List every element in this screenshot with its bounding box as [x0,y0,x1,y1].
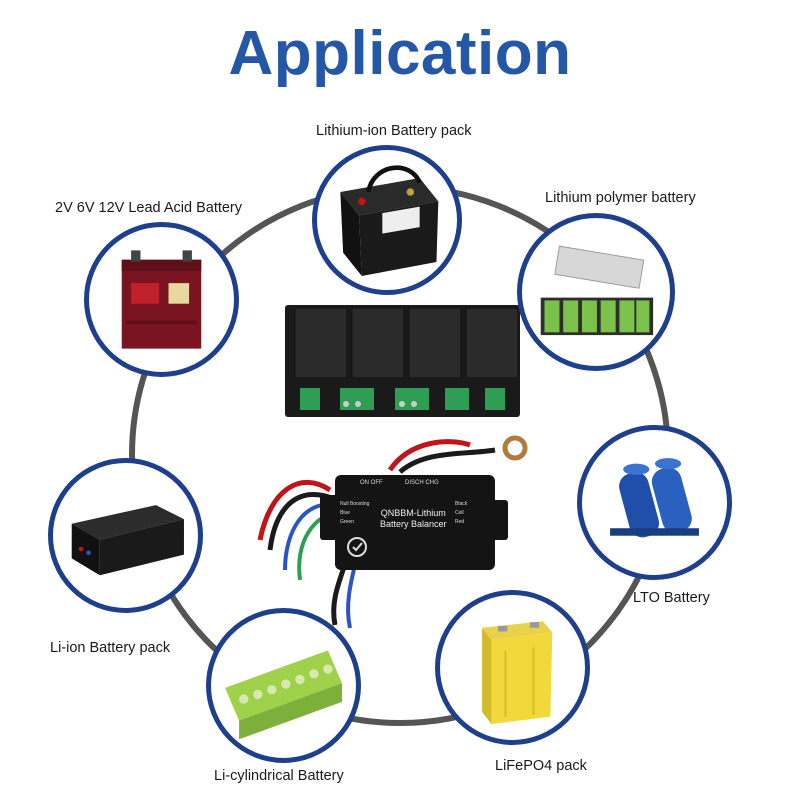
blue-cylindrical-cells-icon [577,425,732,580]
rack-battery-module-icon [48,458,203,613]
brand-logo-icon [347,537,367,557]
cell-label: Cell [455,510,464,516]
wire-green-label: Green [340,519,354,525]
cylindrical-cell-pack-icon [206,608,361,763]
led-on-label: ON [360,480,369,486]
balancer-board-image [280,300,525,425]
yellow-prismatic-cell-icon [435,590,590,745]
wire-blue-label: Blue [340,510,351,516]
item-label-lead-acid: 2V 6V 12V Lead Acid Battery [55,200,243,216]
maroon-lead-acid-battery-icon [84,222,239,377]
item-label-lithium-polymer: Lithium polymer battery [545,190,696,206]
led-chg-label: CHG [425,480,439,486]
item-label-lithium-ion-pack: Lithium-ion Battery pack [316,123,472,139]
led-off-label: OFF [370,480,383,486]
device-name-line1: QNBBM-Lithium [380,508,446,518]
item-label-li-cylindrical: Li-cylindrical Battery [214,768,344,784]
cell-red-label: Red [455,519,465,525]
item-label-lto: LTO Battery [633,590,710,606]
cell-black-label: Black [455,501,468,507]
device-name-line2: Battery Balancer [380,519,447,529]
item-label-lifepo4: LiFePO4 pack [495,758,587,774]
led-disch-label: DISCH [405,480,424,486]
lead-acid-style-battery-box-icon [312,145,462,295]
battery-balancer-device: ON OFF DISCH CHG Black Cell Red Null Boo… [240,430,540,630]
wire-note-label: Null Boosting [340,501,370,507]
item-label-li-ion-pack: Li-ion Battery pack [50,640,171,656]
pouch-cell-pack-icon [517,213,675,371]
page-title: Application [228,19,572,88]
